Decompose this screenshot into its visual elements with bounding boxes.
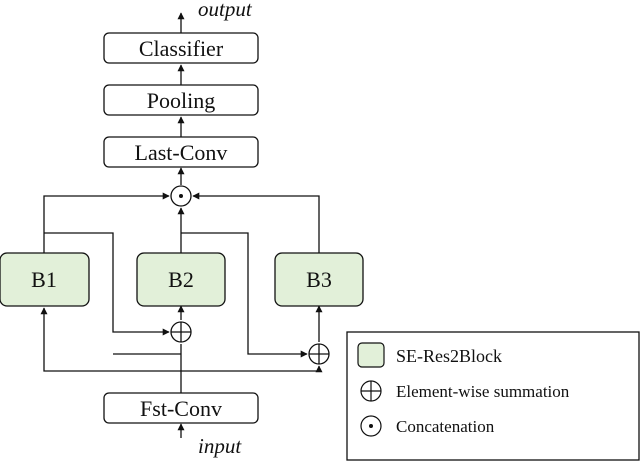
b3-to-concat-connector	[192, 192, 320, 253]
legend-block-label: SE-Res2Block	[396, 346, 502, 366]
legend-sum-label: Element-wise summation	[396, 382, 570, 401]
pooling-label: Pooling	[147, 88, 215, 113]
fst-conv-label: Fst-Conv	[140, 396, 222, 421]
b1-block: B1	[0, 252, 90, 307]
b2-block: B2	[136, 252, 226, 307]
b1-to-concat-connector	[43, 192, 170, 253]
legend-block-swatch	[357, 342, 385, 368]
b1-label: B1	[31, 267, 57, 292]
b2-to-sum2-connector	[181, 232, 308, 358]
legend: SE-Res2Block Element-wise summation Conc…	[346, 331, 640, 461]
fst-conv-box: Fst-Conv	[103, 392, 259, 424]
b2-label: B2	[168, 267, 194, 292]
legend-concat-icon	[360, 415, 382, 437]
output-label: output	[198, 0, 253, 21]
b3-label: B3	[306, 267, 332, 292]
summation-node-1	[170, 321, 192, 343]
fstconv-to-sum2-bottom-connector	[181, 365, 323, 373]
legend-concat-label: Concatenation	[396, 417, 495, 436]
fstconv-to-b1-connector	[40, 307, 181, 372]
b3-block: B3	[274, 252, 364, 307]
input-label: input	[198, 434, 242, 458]
legend-frame	[346, 331, 640, 461]
concatenation-node	[170, 185, 192, 207]
summation-node-2	[308, 343, 330, 365]
classifier-box: Classifier	[103, 32, 259, 64]
last-conv-label: Last-Conv	[135, 140, 228, 165]
b1-to-sum1-connector	[44, 232, 170, 336]
classifier-label: Classifier	[139, 36, 224, 61]
legend-sum-icon	[360, 380, 382, 402]
pooling-box: Pooling	[103, 84, 259, 116]
last-conv-box: Last-Conv	[103, 136, 259, 168]
